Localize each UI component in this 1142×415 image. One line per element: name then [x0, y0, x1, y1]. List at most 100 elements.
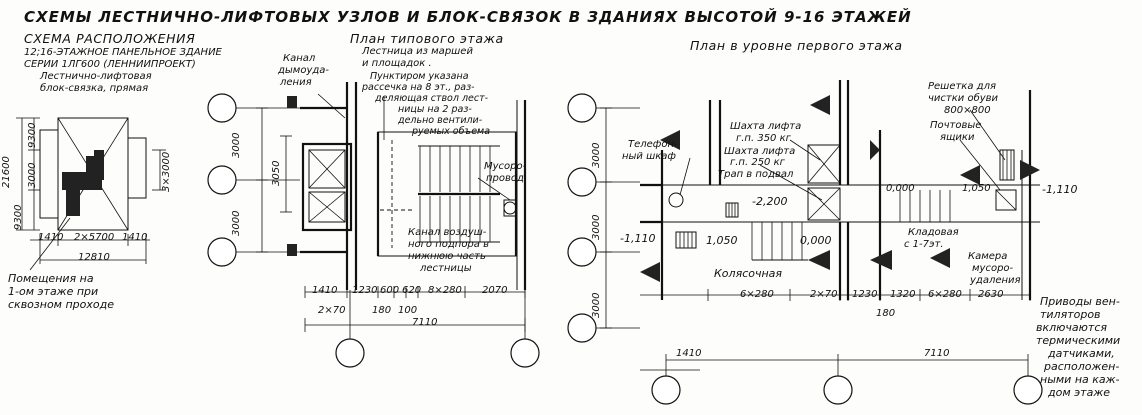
- first-dim-6x280-a: 6×280: [740, 289, 774, 300]
- first-dim-3000-c: 3000: [591, 292, 602, 318]
- first-mail-2: ящики: [940, 132, 975, 143]
- typical-dim-3050: 3050: [271, 160, 282, 186]
- first-elev-m2200: -2,200: [752, 195, 788, 208]
- typical-stair-1: Лестница из маршей: [362, 46, 473, 57]
- first-elev-p1050-a: 1,050: [706, 234, 738, 247]
- first-dim-2630: 2630: [978, 289, 1004, 300]
- first-elev-z0000-a: 0,000: [800, 234, 832, 247]
- first-dim-6x280-b: 6×280: [928, 289, 962, 300]
- axis-marker: [823, 375, 853, 405]
- first-elev-z0000-b: 0,000: [886, 183, 915, 194]
- first-plan-lines: [567, 80, 1043, 405]
- first-privod-4: термическими: [1036, 334, 1121, 347]
- first-tel-1: Телефон-: [628, 139, 678, 150]
- axis-marker: [207, 93, 237, 123]
- scheme-dim-9300-a: 9300: [13, 204, 24, 230]
- typical-dim-2x70: 2×70: [318, 305, 346, 316]
- first-dim-3000-b: 3000: [591, 214, 602, 240]
- axis-marker: [1013, 375, 1043, 405]
- first-elev-m1110-a: -1,110: [620, 232, 656, 245]
- scheme-note-2: 1-ом этаже при: [8, 285, 99, 298]
- first-privod-8: дом этаже: [1048, 386, 1110, 399]
- axis-marker: [651, 375, 681, 405]
- scheme-line1: 12;16-ЭТАЖНОЕ ПАНЕЛЬНОЕ ЗДАНИЕ: [24, 47, 222, 58]
- typical-punkt-3: деляющая ствол лест-: [375, 93, 489, 104]
- typical-vozd-2: ного подпора в: [408, 239, 489, 250]
- first-dim-3000-a: 3000: [591, 142, 602, 168]
- first-shaft350-1: Шахта лифта: [730, 121, 802, 132]
- axis-marker: [567, 167, 597, 197]
- first-elev-p1050-b: 1,050: [962, 183, 991, 194]
- first-kamera-2: мусоро-: [972, 263, 1014, 274]
- first-dim-1320: 1320: [890, 289, 916, 300]
- first-shaft350-2: г.п. 350 кг: [736, 133, 791, 144]
- scheme-dim-1410-b: 1410: [122, 232, 148, 243]
- typical-musor-1: Мусоро-: [484, 161, 527, 172]
- first-privod-6: расположен-: [1044, 360, 1120, 373]
- first-privod-3: включаются: [1036, 321, 1107, 334]
- typical-musor-2: провод: [486, 173, 524, 184]
- first-grate-3: 800×800: [944, 105, 991, 116]
- first-kladovaya-1: Кладовая: [908, 227, 959, 238]
- typical-dim-620: 620: [402, 285, 422, 296]
- axis-marker: [207, 237, 237, 267]
- scheme-dim-2x5700: 2×5700: [74, 232, 115, 243]
- typical-punkt-5: дельно вентили-: [398, 115, 483, 126]
- scheme-dim-1410-a: 1410: [38, 232, 64, 243]
- first-dim-1410: 1410: [676, 348, 702, 359]
- axis-marker: [207, 165, 237, 195]
- axis-marker: [510, 338, 540, 368]
- scheme-dim-12810: 12810: [78, 252, 110, 263]
- first-trap: Трап в подвал: [718, 169, 794, 180]
- typical-dim-100: 100: [398, 305, 418, 316]
- typical-dim-180: 180: [372, 305, 392, 316]
- sheet-title: СХЕМЫ ЛЕСТНИЧНО-ЛИФТОВЫХ УЗЛОВ И БЛОК-СВ…: [24, 8, 912, 26]
- typical-vozd-3: нижнюю часть: [408, 251, 486, 262]
- axis-marker: [567, 237, 597, 267]
- typical-stair-2: и площадок .: [362, 58, 432, 69]
- scheme-dim-21600: 21600: [1, 156, 12, 188]
- axis-marker: [567, 313, 597, 343]
- first-privod-7: ными на каж-: [1040, 373, 1120, 386]
- first-shaft250-2: г.п. 250 кг: [730, 157, 785, 168]
- first-mail-1: Почтовые: [930, 120, 982, 131]
- typical-dim-3000-a: 3000: [231, 132, 242, 158]
- scheme-line3: Лестнично-лифтовая: [40, 71, 152, 82]
- typical-dim-3000-b: 3000: [231, 210, 242, 236]
- first-elev-m1110-b: -1,110: [1042, 183, 1078, 196]
- stair-treads-lower: [419, 196, 491, 242]
- scheme-outline: [16, 117, 166, 271]
- typical-plan-lines: [207, 82, 540, 368]
- first-stair-treads: [751, 190, 951, 261]
- axis-marker: [335, 338, 365, 368]
- scheme-line2: СЕРИИ 1ЛГ600 (ЛЕННИИПРОЕКТ): [24, 59, 196, 70]
- typical-punkt-1: Пунктиром указана: [370, 71, 469, 82]
- first-shaft250-1: Шахта лифта: [724, 146, 796, 157]
- first-grate-1: Решетка для: [928, 81, 996, 92]
- first-dim-1230: 1230: [852, 289, 878, 300]
- axis-marker: [567, 93, 597, 123]
- first-privod-2: тиляторов: [1040, 308, 1101, 321]
- scheme-dim-3x3000: 3×3000: [161, 151, 172, 192]
- first-dim-7110: 7110: [924, 348, 950, 359]
- scheme-dim-9300-b: 9300: [27, 122, 38, 148]
- scheme-line4: блок-связка, прямая: [40, 83, 149, 94]
- typical-heading: План типового этажа: [350, 31, 504, 46]
- typical-dim-2070: 2070: [482, 285, 508, 296]
- first-privod-1: Приводы вен-: [1040, 295, 1120, 308]
- typical-dim-1230: 1230: [352, 285, 378, 296]
- stair-treads-upper: [419, 146, 491, 192]
- typical-vozd-1: Канал воздуш-: [408, 227, 487, 238]
- scheme-note-1: Помещения на: [8, 272, 94, 285]
- first-dim-180: 180: [876, 308, 896, 319]
- typical-dim-8x280: 8×280: [428, 285, 462, 296]
- typical-kanal-2: дымоуда-: [278, 65, 330, 76]
- first-kamera-3: удаления: [970, 275, 1021, 286]
- typical-vozd-4: лестницы: [420, 263, 472, 274]
- scheme-dim-3000: 3000: [27, 162, 38, 188]
- typical-dim-7110: 7110: [412, 317, 438, 328]
- scheme-note-3: сквозном проходе: [8, 298, 114, 311]
- typical-punkt-2: рассечка на 8 эт., раз-: [362, 82, 475, 93]
- typical-kanal-1: Канал: [283, 53, 316, 64]
